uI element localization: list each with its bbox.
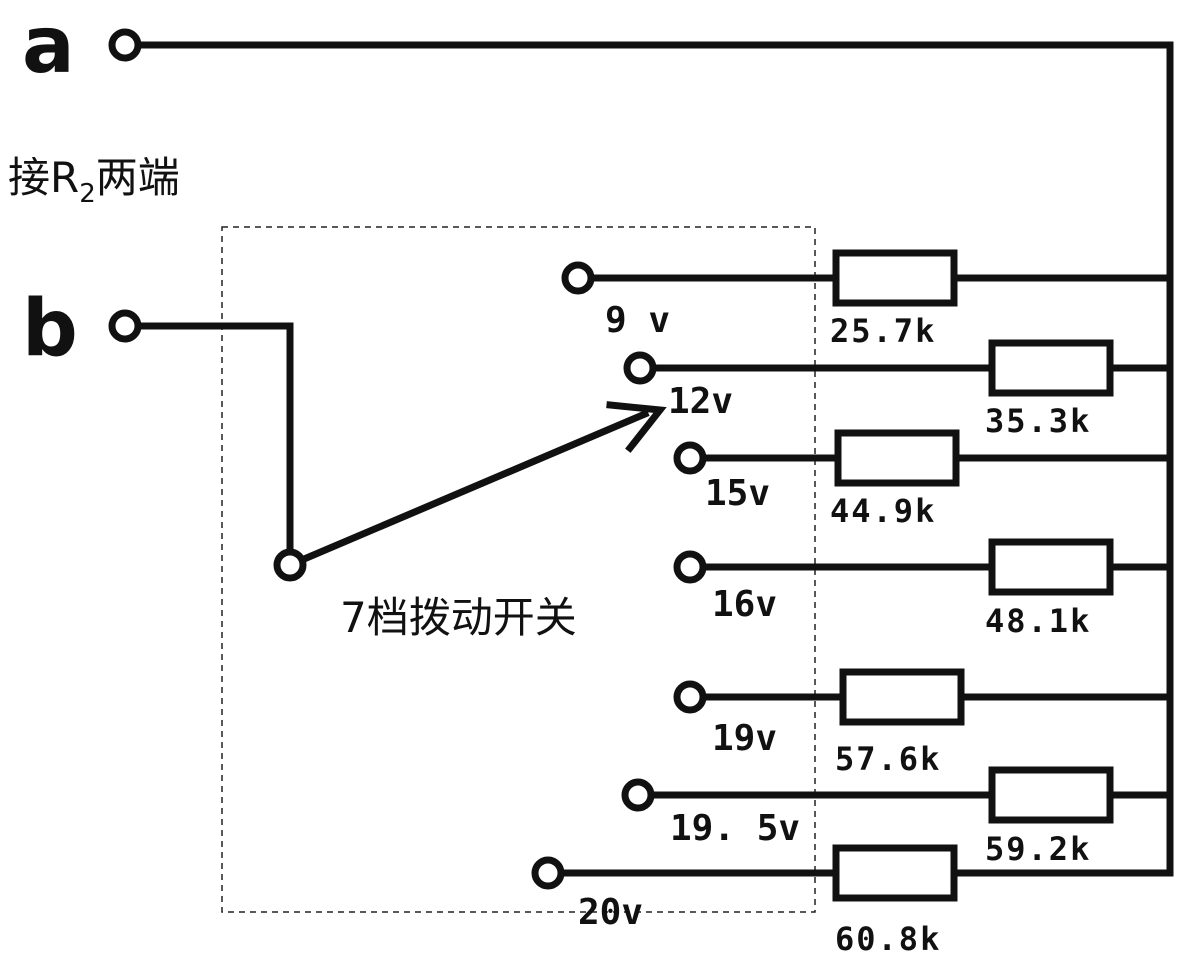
tap-terminal-6 [621, 778, 655, 812]
switch-taps: 9 v 25.7k 12v 35.3k 15v 44.9k 16v 48.1k 19v 57.6k… [531, 249, 1174, 958]
resistor-value-label-3: 44.9k [830, 492, 936, 530]
resistor-value-label-4: 48.1k [985, 602, 1091, 640]
tap-terminal-4 [673, 550, 707, 584]
svg-text:接R2两端: 接R2两端 [8, 153, 180, 209]
resistor-value-label-1: 25.7k [830, 312, 936, 350]
tap-terminal-3 [673, 441, 707, 475]
resistor-1 [832, 249, 958, 307]
terminal-b-label: b [22, 284, 78, 374]
tap-voltage-label-6: 19. 5v [670, 808, 800, 849]
tap-voltage-label-1: 9 v [605, 300, 670, 341]
resistor-5 [839, 668, 965, 726]
tap-terminal-2 [623, 351, 657, 385]
tap-voltage-label-3: 15v [705, 473, 770, 514]
tap-terminal-5 [673, 680, 707, 714]
resistor-value-label-2: 35.3k [985, 402, 1091, 440]
resistor-2 [988, 339, 1114, 397]
resistor-value-label-6: 59.2k [985, 830, 1091, 868]
note-end: 两端 [96, 153, 180, 202]
tap-voltage-label-4: 16v [712, 584, 777, 625]
switch-pivot [273, 548, 307, 582]
resistor-value-label-5: 57.6k [835, 740, 941, 778]
note-connect-r2: 接R2两端 [8, 153, 180, 209]
terminal-a [108, 28, 142, 62]
tap-terminal-7 [531, 856, 565, 890]
switch-arm [285, 409, 650, 570]
tap-voltage-label-5: 19v [712, 718, 777, 759]
resistor-7 [832, 844, 958, 902]
terminal-b [108, 309, 142, 343]
wire-b [134, 322, 294, 569]
note-sub: 2 [79, 179, 96, 209]
switch-label: 7档拨动开关 [340, 593, 577, 642]
resistor-6 [988, 766, 1114, 824]
resistor-3 [834, 429, 960, 487]
switch-arrowhead [606, 401, 667, 453]
resistor-4 [988, 538, 1114, 596]
tap-terminal-1 [561, 261, 595, 295]
tap-voltage-label-2: 12v [668, 381, 733, 422]
note-main: 接R [8, 153, 79, 202]
resistor-value-label-7: 60.8k [835, 920, 941, 958]
tap-voltage-label-7: 20v [578, 892, 643, 933]
terminal-a-label: a [22, 1, 75, 91]
